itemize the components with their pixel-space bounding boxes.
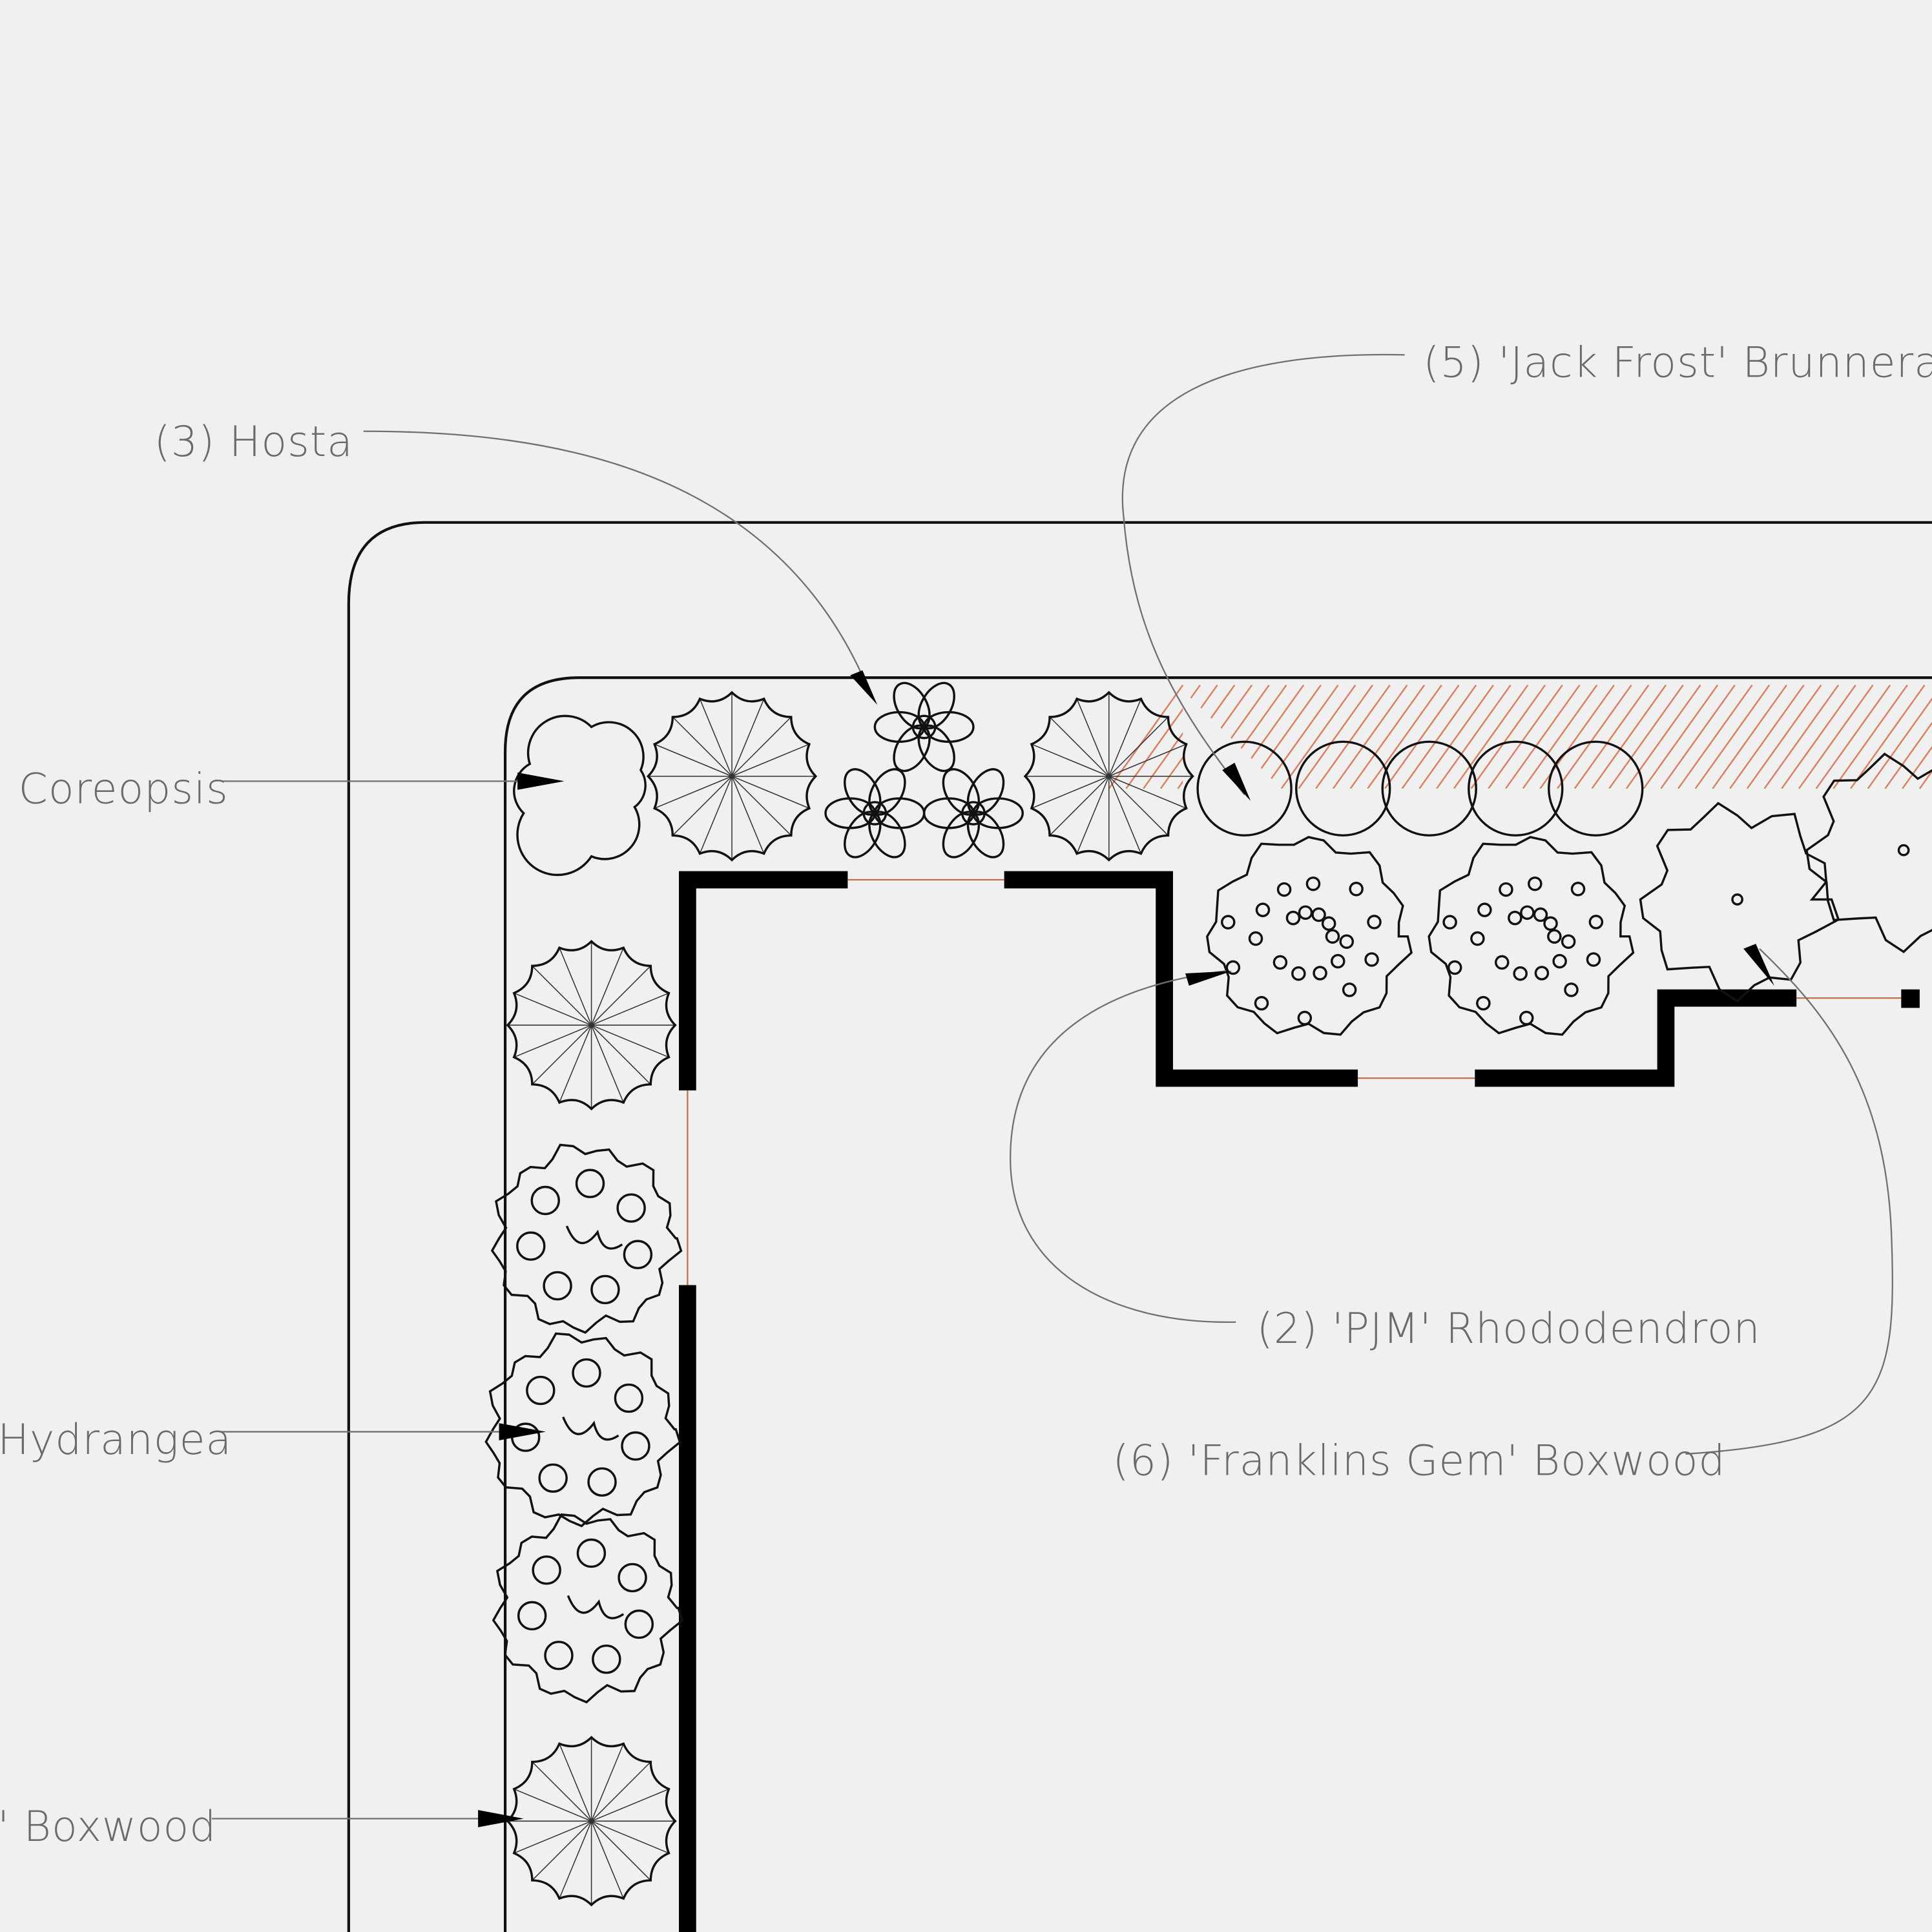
hydrangea-symbol (484, 1332, 681, 1528)
hosta-symbol (922, 768, 1024, 858)
brunnera-symbol (1295, 740, 1391, 837)
label-boxwood-left: ' Boxwood (0, 1803, 216, 1851)
label-coreopsis: Coreopsis (19, 765, 229, 814)
rhododendron-symbol (1428, 836, 1635, 1036)
boxwood-symbol (1023, 691, 1194, 862)
leader-lines (212, 353, 1893, 1820)
leader-arrowheads (478, 670, 1774, 1827)
brunnera-symbol (1381, 740, 1477, 837)
label-hosta: (3) Hosta (154, 418, 353, 466)
boxwood-symbol (506, 1736, 677, 1907)
label-hydrangea: Hydrangea (0, 1416, 232, 1464)
inner-bed-edge (503, 676, 1932, 1932)
brunnera-symbol (1196, 740, 1293, 837)
house-walls (679, 871, 1920, 1932)
brunnera-symbol (1468, 740, 1564, 837)
outer-bed-edge (347, 521, 1932, 1932)
boxwood-symbol (506, 939, 677, 1111)
boxwood-symbol (646, 691, 818, 862)
brunnera-symbol (1548, 740, 1644, 837)
rhododendron-symbol (1206, 836, 1413, 1036)
hosta-symbol (873, 681, 975, 773)
hydrangea-symbol (490, 1143, 683, 1334)
plant-symbols (484, 681, 1932, 1907)
franklins-gem-boxwood-symbol (1639, 802, 1840, 1003)
hosta-symbol (824, 768, 926, 858)
franklins-gem-boxwood-symbol (1805, 753, 1932, 953)
hydrangea-symbol (492, 1513, 684, 1704)
label-rhododendron: (2) 'PJM' Rhododendron (1257, 1305, 1761, 1353)
label-brunnera: (5) 'Jack Frost' Brunnera (1423, 339, 1932, 388)
label-franklins-gem-boxwood: (6) 'Franklins Gem' Boxwood (1112, 1437, 1725, 1485)
coreopsis-symbol (513, 714, 647, 877)
hatched-bed-area (1108, 684, 1932, 863)
